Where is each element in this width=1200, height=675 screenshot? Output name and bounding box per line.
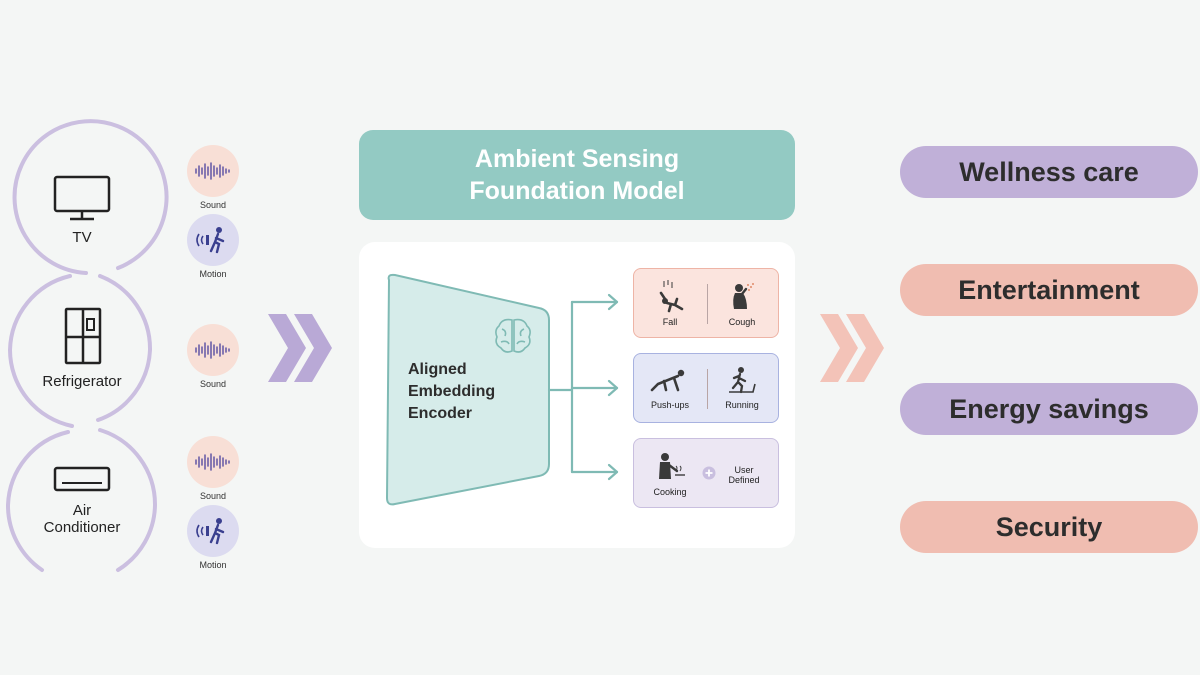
cough-icon: [733, 283, 754, 309]
foundation-model-title: Ambient Sensing Foundation Model: [359, 130, 795, 220]
task-label: Fall: [662, 317, 678, 327]
sound-wave-icon: [187, 436, 239, 488]
signal-label: Sound: [199, 200, 227, 210]
task-user-defined: User Defined: [714, 465, 774, 485]
device-outline-chain: [5, 119, 169, 572]
cooking-icon: [659, 453, 685, 479]
fall-icon: [659, 280, 684, 313]
task-cough: Cough: [712, 279, 772, 327]
task-label: Running: [725, 400, 759, 410]
signal-label: Motion: [199, 560, 227, 570]
motion-icon: [187, 505, 239, 557]
signal-motion-air-conditioner: Motion: [178, 505, 248, 570]
task-label: Cooking: [653, 487, 687, 497]
task-divider: [707, 369, 708, 409]
task-running: Running: [712, 366, 772, 410]
task-label: Push-ups: [650, 400, 690, 410]
signal-label: Sound: [199, 491, 227, 501]
signal-label: Motion: [199, 269, 227, 279]
encoder-label: Aligned Embedding Encoder: [408, 359, 528, 425]
device-label-refrigerator: Refrigerator: [42, 373, 122, 390]
title-line: Ambient Sensing: [474, 145, 680, 173]
task-fall: Fall: [640, 279, 700, 327]
brain-icon: [495, 318, 531, 353]
pushups-icon: [650, 369, 685, 392]
tv-icon: [53, 175, 111, 221]
signal-motion-tv: Motion: [178, 214, 248, 279]
title-line: Foundation Model: [469, 177, 685, 205]
air-conditioner-icon: [53, 466, 111, 492]
device-label-tv: TV: [72, 229, 92, 246]
task-pushups: Push-ups: [640, 366, 700, 410]
task-cooking: Cooking: [640, 451, 700, 497]
signal-sound-tv: Sound: [178, 145, 248, 210]
device-label-air-conditioner: Air Conditioner: [7, 502, 157, 536]
signal-sound-air-conditioner: Sound: [178, 436, 248, 501]
application-security: Security: [900, 501, 1198, 553]
device-label-line: Air: [72, 502, 92, 519]
task-label: Cough: [728, 317, 756, 327]
task-divider: [707, 284, 708, 324]
task-group-custom: Cooking User Defined: [633, 438, 779, 508]
sound-wave-icon: [187, 145, 239, 197]
encoder-label-line: Encoder: [408, 405, 473, 422]
double-chevron-right-icon: [820, 314, 884, 382]
task-group-exercise: Push-ups Running: [633, 353, 779, 423]
task-label: User: [734, 465, 754, 475]
task-label: Defined: [728, 475, 760, 485]
plus-icon: [702, 466, 716, 480]
double-chevron-right-icon: [268, 314, 332, 382]
signal-label: Sound: [199, 379, 227, 389]
encoder-label-line: Aligned: [408, 361, 467, 378]
running-icon: [729, 367, 756, 394]
device-label-line: Conditioner: [43, 519, 121, 536]
signal-sound-refrigerator: Sound: [178, 324, 248, 389]
motion-icon: [187, 214, 239, 266]
sound-wave-icon: [187, 324, 239, 376]
application-wellness-care: Wellness care: [900, 146, 1198, 198]
encoder-label-line: Embedding: [408, 383, 496, 400]
application-energy-savings: Energy savings: [900, 383, 1198, 435]
refrigerator-icon: [64, 307, 102, 365]
encoder-diagram: [385, 273, 619, 506]
task-group-safety: Fall Cough: [633, 268, 779, 338]
application-entertainment: Entertainment: [900, 264, 1198, 316]
